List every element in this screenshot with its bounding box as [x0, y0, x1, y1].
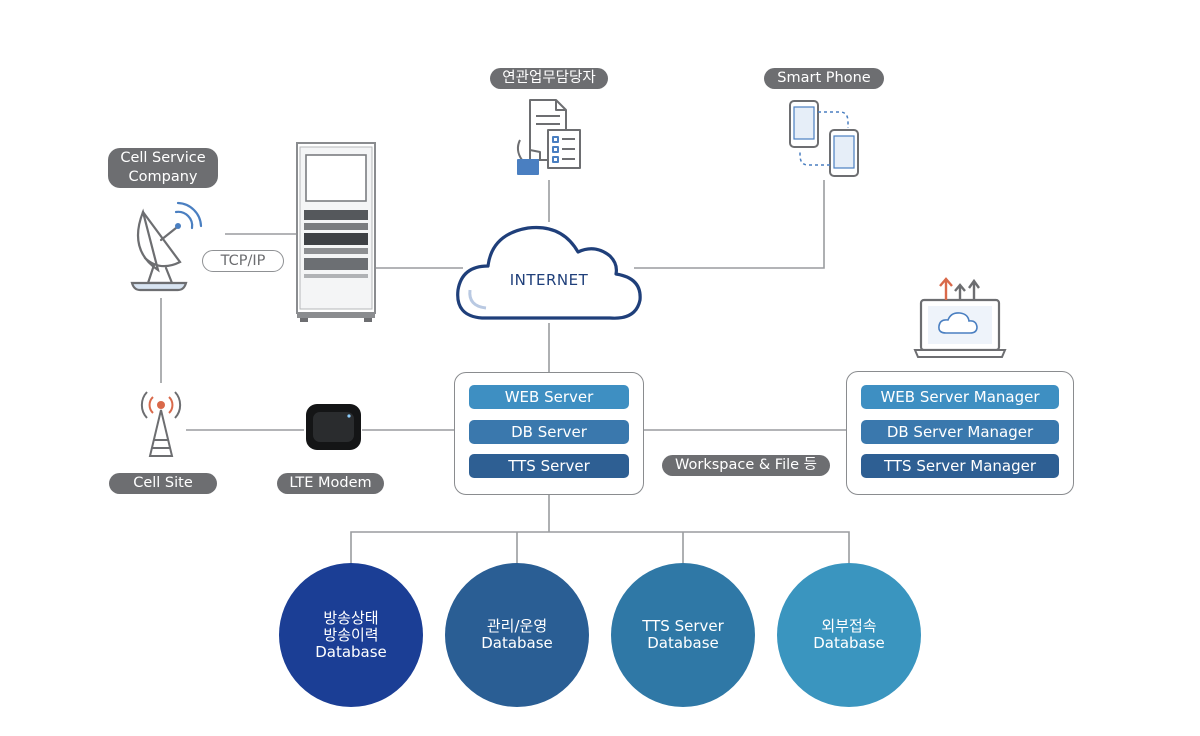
server-manager-panel: WEB Server Manager DB Server Manager TTS… — [846, 371, 1074, 495]
cell-service-line-2: Company — [128, 169, 198, 185]
external-access-database: 외부접속 Database — [777, 563, 921, 707]
connector-lines — [160, 180, 850, 564]
lte-modem-label: LTE Modem — [277, 473, 384, 494]
db-server-manager-box: DB Server Manager — [861, 420, 1059, 444]
db-line: Database — [481, 634, 553, 652]
document-staff-icon — [516, 99, 581, 175]
db-line: 방송이력 — [323, 625, 379, 644]
db-line: 방송상태 — [323, 608, 379, 627]
web-server-box: WEB Server — [469, 385, 629, 409]
lte-modem-icon — [306, 404, 361, 450]
tcpip-label: TCP/IP — [202, 250, 284, 272]
db-line: 외부접속 — [821, 617, 877, 635]
tts-server-database: TTS Server Database — [611, 563, 755, 707]
server-panel: WEB Server DB Server TTS Server — [454, 372, 644, 495]
cell-site-label: Cell Site — [109, 473, 217, 494]
db-line: Database — [647, 634, 719, 652]
db-line: TTS Server — [642, 617, 724, 635]
staff-label: 연관업무담당자 — [490, 68, 608, 89]
satellite-dish-icon — [130, 201, 203, 292]
internet-cloud-icon — [456, 225, 642, 320]
workspace-file-label: Workspace & File 등 — [662, 455, 830, 476]
web-server-manager-box: WEB Server Manager — [861, 385, 1059, 409]
db-line: 관리/운영 — [486, 617, 548, 635]
cell-service-company-label: Cell Service Company — [108, 148, 218, 188]
server-rack-icon — [296, 142, 376, 322]
smartphone-icon — [789, 100, 859, 177]
laptop-cloud-icon — [913, 277, 1007, 358]
cell-service-line-1: Cell Service — [120, 150, 206, 166]
internet-label: INTERNET — [509, 271, 589, 289]
db-line: Database — [315, 642, 387, 661]
management-database: 관리/운영 Database — [445, 563, 589, 707]
db-line: Database — [813, 634, 885, 652]
tts-server-box: TTS Server — [469, 454, 629, 478]
cell-tower-icon — [140, 391, 182, 457]
db-server-box: DB Server — [469, 420, 629, 444]
broadcast-status-database: 방송상태 방송이력 Database — [279, 563, 423, 707]
smartphone-label: Smart Phone — [764, 68, 884, 89]
tts-server-manager-box: TTS Server Manager — [861, 454, 1059, 478]
